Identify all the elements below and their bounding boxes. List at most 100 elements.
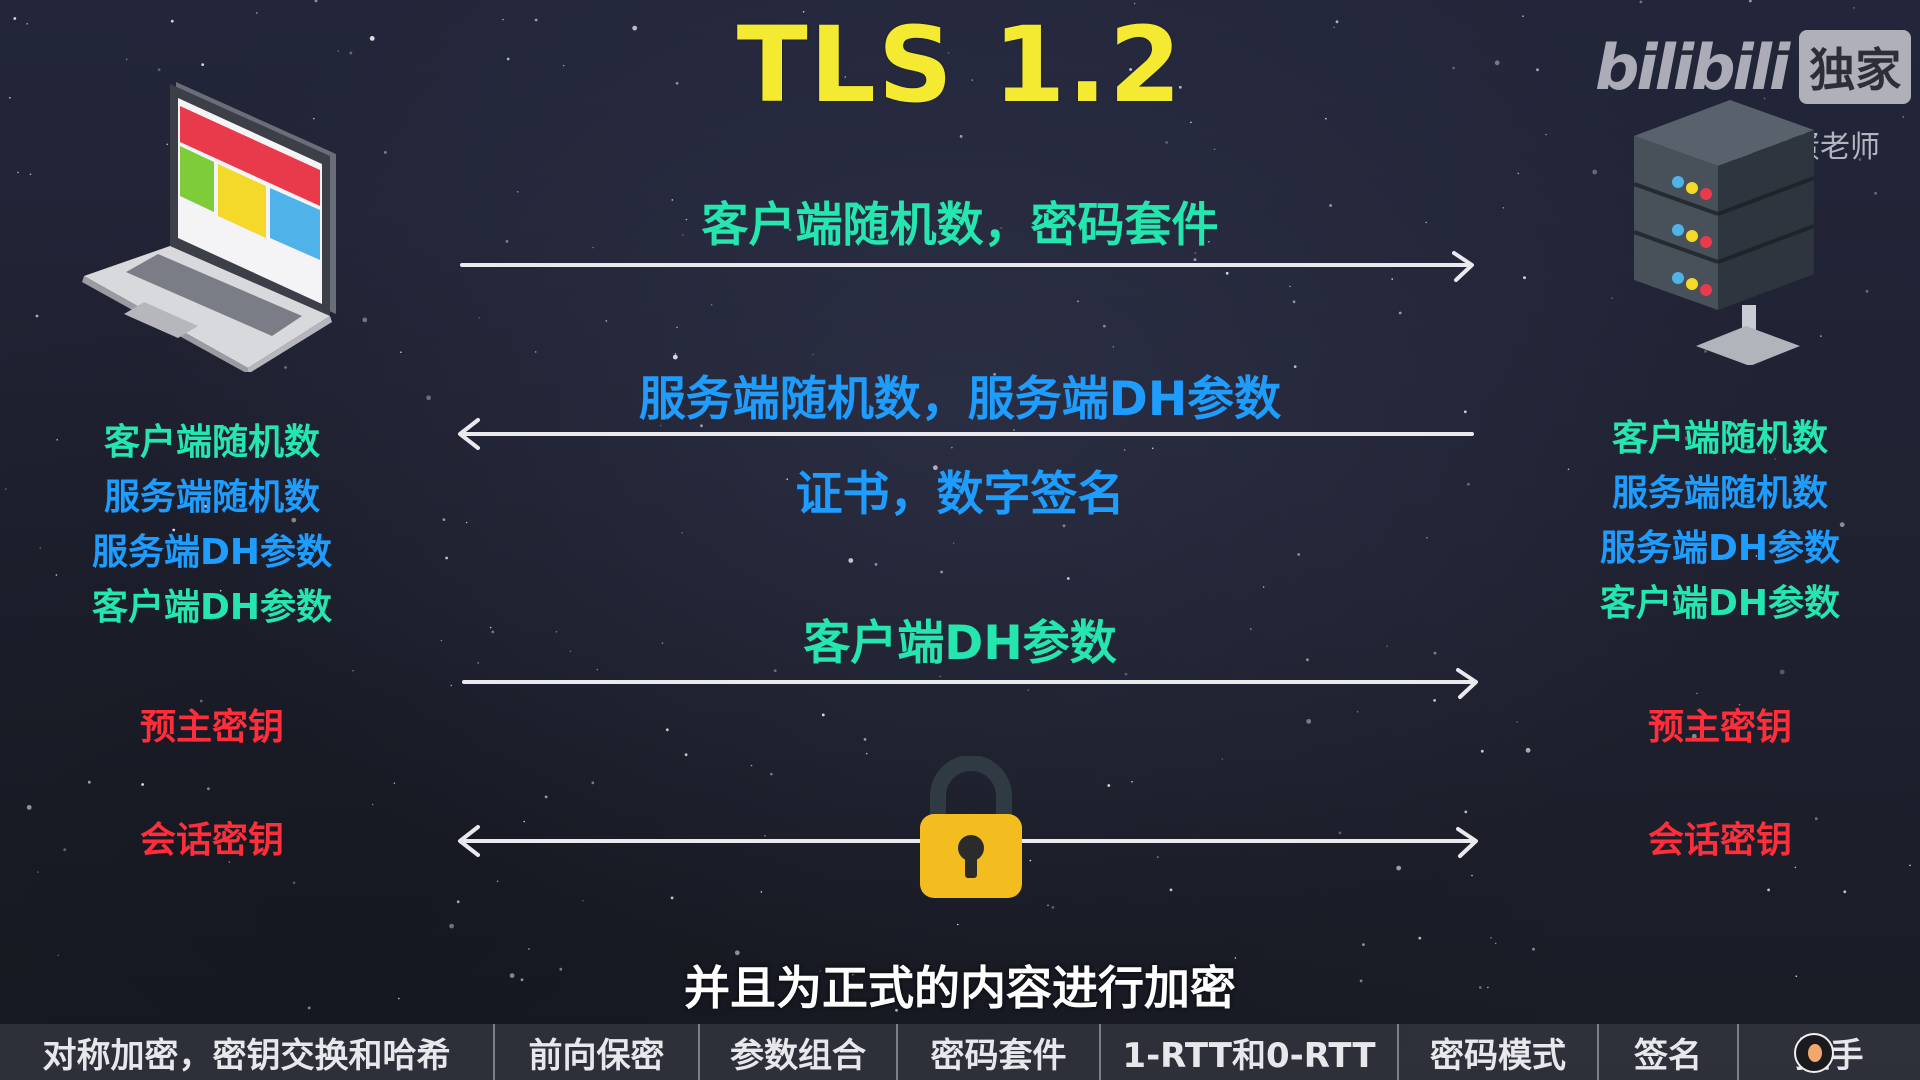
- star: [1742, 610, 1744, 612]
- star: [764, 834, 766, 837]
- chapter-segment-rtt[interactable]: 1-RTT和0-RTT: [1101, 1024, 1399, 1080]
- star: [1386, 645, 1388, 648]
- star: [1359, 979, 1363, 983]
- bilibili-logo: bilibili: [1595, 30, 1790, 104]
- star: [676, 326, 678, 329]
- star: [219, 589, 222, 592]
- star: [1398, 311, 1402, 315]
- server-hello-message: 服务端随机数，服务端DH参数: [638, 372, 1282, 427]
- star: [681, 532, 683, 534]
- star: [582, 899, 584, 902]
- star: [1103, 324, 1106, 328]
- star: [957, 923, 959, 926]
- star: [1532, 947, 1535, 951]
- progress-scrubber-handle[interactable]: [1794, 1033, 1834, 1073]
- star: [562, 64, 565, 67]
- star: [313, 117, 315, 120]
- star: [534, 18, 538, 22]
- star: [682, 234, 684, 236]
- star: [1152, 27, 1155, 30]
- client-premaster-key: 预主密钥: [139, 707, 284, 748]
- star: [1129, 68, 1132, 71]
- star: [199, 699, 203, 703]
- star: [959, 135, 963, 138]
- star: [1820, 335, 1822, 337]
- star: [291, 517, 297, 523]
- star: [1131, 781, 1133, 783]
- star: [821, 713, 825, 717]
- star: [1208, 241, 1210, 243]
- star: [1704, 350, 1707, 353]
- star: [228, 861, 231, 863]
- chapter-segment-signature[interactable]: 签名: [1599, 1024, 1739, 1080]
- star: [1611, 297, 1613, 299]
- arrow-client-to-server-1: [460, 251, 1474, 282]
- star: [456, 900, 460, 904]
- star: [848, 558, 854, 563]
- chapter-segment-forward-secrecy[interactable]: 前向保密: [495, 1024, 700, 1080]
- client-key-message: 客户端DH参数: [803, 616, 1117, 671]
- star: [1165, 141, 1169, 144]
- star: [496, 880, 499, 883]
- star: [1221, 758, 1224, 760]
- star: [1464, 810, 1468, 814]
- star: [1467, 482, 1470, 486]
- star: [544, 795, 548, 799]
- star: [665, 728, 669, 732]
- chapter-segment-cipher-mode[interactable]: 密码模式: [1399, 1024, 1599, 1080]
- star: [204, 504, 208, 508]
- star: [509, 973, 515, 978]
- chapter-segment-parameter-combination[interactable]: 参数组合: [700, 1024, 898, 1080]
- star: [141, 783, 145, 786]
- star: [1225, 271, 1229, 275]
- star: [502, 18, 504, 21]
- star: [1112, 346, 1115, 348]
- star: [442, 518, 446, 521]
- star: [1471, 874, 1473, 877]
- star: [1516, 721, 1518, 723]
- star: [516, 191, 519, 193]
- server-state-item: 服务端DH参数: [1599, 528, 1840, 569]
- star: [1013, 429, 1015, 431]
- star: [1763, 97, 1766, 100]
- client-state-item: 服务端DH参数: [91, 532, 332, 573]
- star: [734, 950, 740, 956]
- arrow-server-to-client: [458, 418, 1474, 450]
- star: [349, 51, 353, 55]
- star: [750, 764, 753, 767]
- star: [1700, 423, 1702, 425]
- star: [1794, 866, 1797, 869]
- star: [57, 954, 59, 957]
- star: [863, 738, 867, 741]
- star: [1525, 747, 1531, 753]
- star: [1157, 856, 1159, 858]
- star: [312, 493, 315, 496]
- star: [1297, 553, 1301, 556]
- star: [1051, 906, 1055, 909]
- star: [684, 753, 688, 757]
- star: [1234, 957, 1237, 959]
- star: [1748, 0, 1752, 3]
- star: [1776, 553, 1778, 556]
- star: [1036, 52, 1039, 56]
- star: [1502, 207, 1505, 209]
- star: [1335, 20, 1339, 24]
- star: [1306, 658, 1309, 662]
- star: [1213, 148, 1216, 151]
- chapter-segment-symmetric-encryption[interactable]: 对称加密，密钥交换和哈希: [0, 1024, 495, 1080]
- star: [1000, 227, 1002, 229]
- star: [862, 89, 868, 95]
- star: [157, 68, 161, 72]
- chapter-segment-cipher-suite[interactable]: 密码套件: [898, 1024, 1101, 1080]
- star: [56, 439, 58, 441]
- server-rack-icon: [1634, 100, 1814, 365]
- star: [208, 486, 211, 489]
- star: [478, 317, 481, 319]
- star: [951, 446, 953, 449]
- star: [369, 36, 375, 41]
- star: [1738, 703, 1741, 706]
- star: [844, 76, 847, 78]
- chapter-progress-bar[interactable]: 对称加密，密钥交换和哈希 前向保密 参数组合 密码套件 1-RTT和0-RTT …: [0, 1024, 1920, 1080]
- page-title: TLS 1.2: [736, 4, 1184, 126]
- bilibili-watermark: bilibili 独家: [1595, 30, 1912, 104]
